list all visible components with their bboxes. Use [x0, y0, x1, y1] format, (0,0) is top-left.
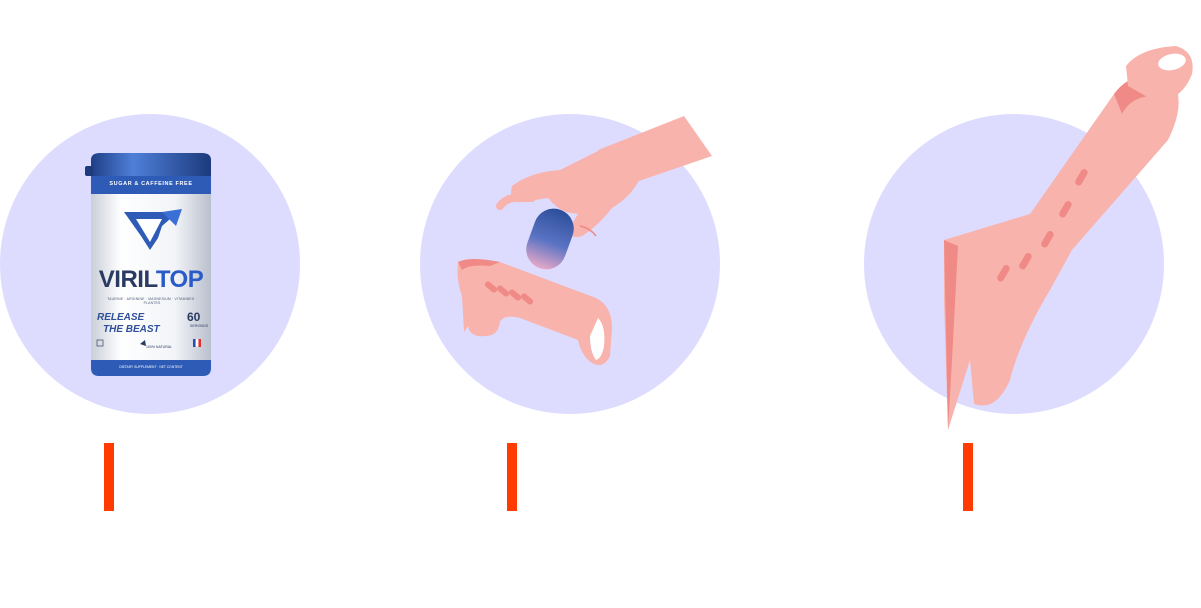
step-3-circle — [864, 114, 1164, 414]
jar-brand-part2: TOP — [155, 266, 204, 293]
jar-release-line1: RELEASE — [97, 312, 145, 323]
jar-servings-count: 60 — [187, 310, 201, 324]
jar-natural-label: 100% NATURAL — [146, 345, 173, 349]
step-3-marker — [963, 443, 973, 511]
step-1-marker — [104, 443, 114, 511]
step-2-marker — [507, 443, 517, 511]
step-1-circle — [0, 114, 300, 414]
jar-release-line2: THE BEAST — [103, 324, 160, 335]
jar-brand: VIRILTOP — [93, 268, 209, 292]
step-2-circle — [420, 114, 720, 414]
jar-servings-label: SERVINGS — [190, 324, 209, 328]
jar-band-text: SUGAR & CAFFEINE FREE — [109, 181, 193, 187]
jar-tagline: TAURINE · ARGININE · MAGNESIUM · VITAMIN… — [107, 297, 197, 305]
jar-brand-part1: VIRIL — [98, 266, 157, 293]
jar-footer-text: DIETARY SUPPLEMENT · NET CONTENT — [119, 365, 183, 369]
